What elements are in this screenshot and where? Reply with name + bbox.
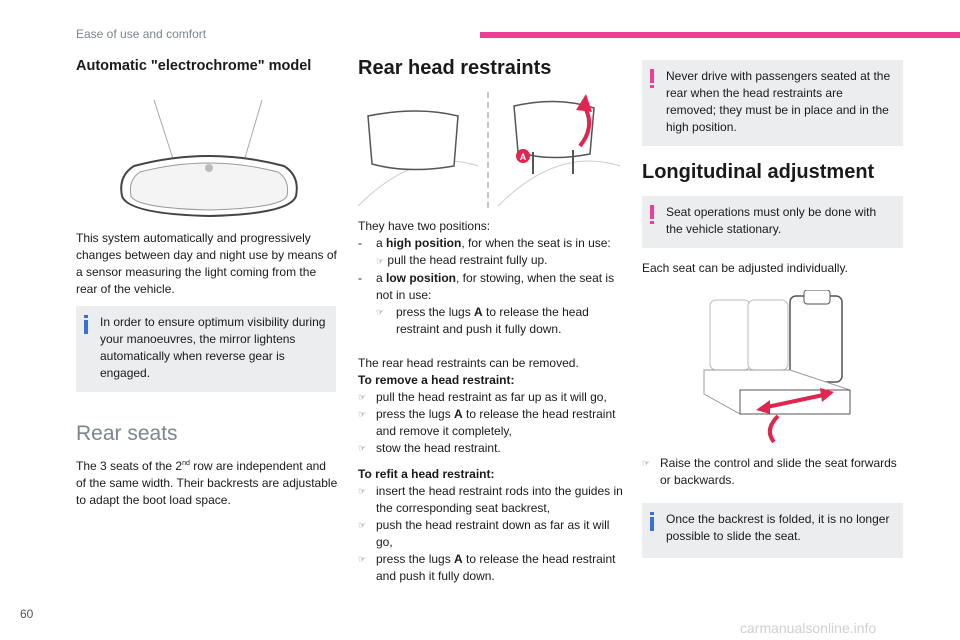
longitudinal-heading: Longitudinal adjustment	[642, 161, 875, 183]
list-item: ☞pull the head restraint as far up as it…	[358, 390, 607, 404]
list-item: ☞stow the head restraint.	[358, 441, 501, 455]
adjust-description: Each seat can be adjusted individually.	[642, 261, 848, 275]
seat-slide-illustration	[703, 290, 851, 444]
remove-heading: To remove a head restraint:	[358, 373, 515, 387]
list-item: ☞press the lugs A to release the head re…	[358, 407, 616, 438]
mirror-illustration	[120, 99, 298, 218]
warning-box-stationary: Seat operations must only be done with t…	[642, 196, 903, 248]
list-item: ☞press the lugs A to release the head re…	[358, 552, 616, 583]
list-item: .☞ pull the head restraint fully up.	[376, 253, 548, 267]
watermark: carmanualsonline.info	[740, 620, 877, 636]
head-restraints-heading: Rear head restraints	[358, 57, 552, 79]
info-icon	[650, 512, 654, 531]
list-item: -a low position, for stowing, when the s…	[358, 271, 615, 302]
section-accent-bar	[480, 32, 960, 38]
list-item: ☞press the lugs A to release the head re…	[376, 305, 589, 336]
warning-icon	[650, 69, 654, 88]
page-number: 60	[20, 607, 34, 621]
list-item: ☞Raise the control and slide the seat fo…	[642, 456, 897, 487]
rear-seats-description: The 3 seats of the 2nd row are independe…	[76, 459, 338, 507]
section-title: Ease of use and comfort	[76, 27, 207, 41]
left-column: Automatic "electrochrome" model	[76, 58, 338, 75]
list-item: -a high position, for when the seat is i…	[358, 236, 611, 250]
mirror-description: This system automatically and progressiv…	[76, 231, 337, 296]
lug-label-a: A	[520, 152, 527, 162]
middle-text: They have two positions: -a high positio…	[358, 219, 623, 583]
head-restraint-illustration: A	[358, 92, 621, 210]
list-item: ☞insert the head restraint rods into the…	[358, 484, 623, 515]
mirror-heading: Automatic "electrochrome" model	[76, 58, 312, 74]
info-box-backrest: Once the backrest is folded, it is no lo…	[642, 503, 903, 558]
info-icon	[84, 315, 88, 334]
list-item: ☞push the head restraint down as far as …	[358, 518, 610, 549]
refit-heading: To refit a head restraint:	[358, 467, 495, 481]
info-box-mirror: In order to ensure optimum visibility du…	[76, 306, 336, 392]
info-text: In order to ensure optimum visibility du…	[100, 315, 326, 380]
warning-box-head-restraints: Never drive with passengers seated at th…	[642, 60, 903, 146]
warning-icon	[650, 205, 654, 224]
rear-seats-heading: Rear seats	[76, 422, 178, 445]
